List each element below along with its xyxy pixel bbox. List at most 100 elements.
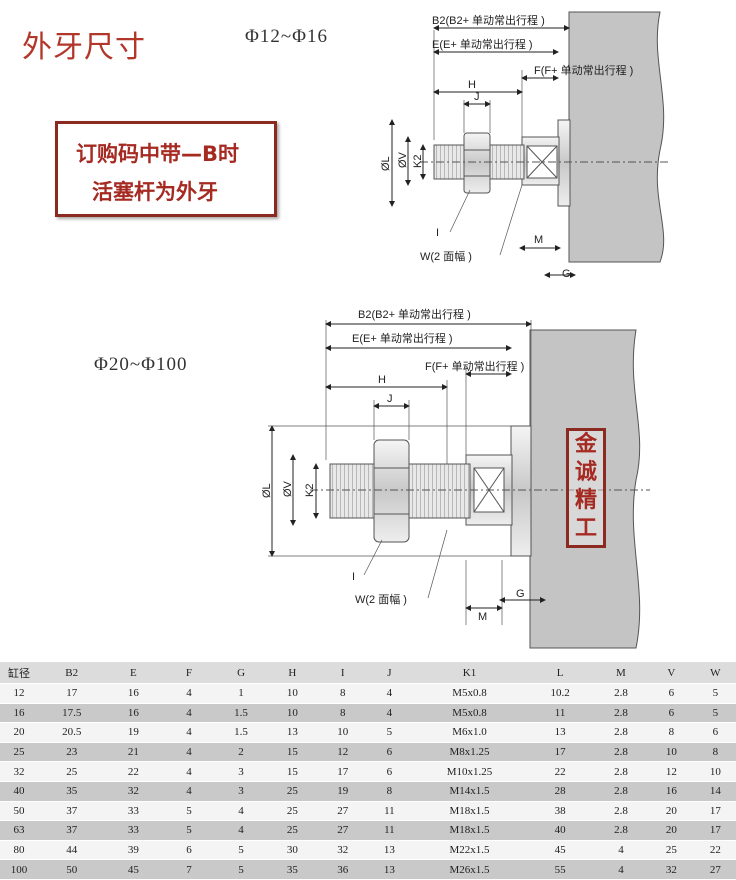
table-cell: 17 [526,742,594,763]
brand-watermark: 金 诚 精 工 [566,428,606,548]
cylinder-cap [557,119,571,207]
table-cell: 17 [694,820,736,841]
table-cell: M18x1.5 [412,801,527,822]
small-h-label: H [468,79,476,91]
table-cell: M10x1.25 [412,761,527,782]
table-header-cell: M [593,662,649,684]
table-cell: 45 [526,840,594,861]
table-cell: 4 [161,703,217,724]
large-w-label: W(2 面幅 ) [355,593,407,606]
table-cell: 8 [319,683,367,704]
table-cell: 13 [366,859,413,880]
table-cell: 80 [0,840,38,861]
table-cell: 30 [265,840,320,861]
large-l-label: ØL [261,483,273,498]
table-cell: 4 [366,703,413,724]
table-cell: 32 [0,761,38,782]
table-cell: M14x1.5 [412,781,527,802]
table-cell: 25 [0,742,38,763]
table-cell: 40 [0,781,38,802]
table-cell: 8 [648,722,695,743]
table-cell: 11 [366,801,413,822]
small-m-label: M [534,234,543,246]
table-cell: 16 [105,683,162,704]
table-cell: 8 [366,781,413,802]
table-cell: 10.2 [526,683,594,704]
table-cell: 16 [105,703,162,724]
table-cell: 17 [319,761,367,782]
table-cell: 6 [366,761,413,782]
table-cell: 6 [648,683,695,704]
small-k2-label: K2 [412,155,424,168]
table-cell: 17.5 [37,703,106,724]
table-header-cell: K1 [412,662,527,684]
table-header-cell: W [694,662,736,684]
table-cell: 3 [216,781,266,802]
table-cell: 15 [265,761,320,782]
hex-nut [373,439,410,543]
note-line-1: 订购码中带—B时 [76,142,240,166]
table-cell: 20 [0,722,38,743]
table-cell: 5 [216,840,266,861]
table-cell: 11 [366,820,413,841]
table-cell: 35 [265,859,320,880]
table-cell: 25 [37,761,106,782]
table-cell: 15 [265,742,320,763]
large-j-label: J [387,393,393,405]
table-cell: 39 [105,840,162,861]
table-cell: 20 [648,801,695,822]
table-cell: M5x0.8 [412,683,527,704]
small-f-label: F(F+ 单动常出行程 ) [534,63,633,77]
table-cell: 50 [37,859,106,880]
small-b2-label: B2(B2+ 单动常出行程 ) [432,13,545,27]
table-cell: 6 [694,722,736,743]
table-cell: 2.8 [593,703,649,724]
table-cell: 10 [265,683,320,704]
table-cell: 20 [648,820,695,841]
brand-char: 工 [574,516,597,541]
table-cell: 38 [526,801,594,822]
page-title: 外牙尺寸 [22,30,146,65]
table-cell: 17 [37,683,106,704]
table-cell: 2.8 [593,781,649,802]
brand-char: 精 [574,488,597,513]
table-cell: 35 [37,781,106,802]
table-cell: 12 [0,683,38,704]
table-cell: 2.8 [593,722,649,743]
small-drawing: B2(B2+ 单动常出行程 ) E(E+ 单动常出行程 ) F(F+ 单动常出行… [380,11,670,280]
table-cell: 100 [0,859,38,880]
table-cell: 13 [526,722,594,743]
small-v-label: ØV [397,151,409,168]
table-header-cell: H [265,662,320,684]
cylinder-wall [568,11,665,263]
table-cell: 16 [648,781,695,802]
table-cell: 32 [319,840,367,861]
table-header-cell: B2 [37,662,106,684]
cylinder-cap [510,425,532,557]
small-w-label: W(2 面幅 ) [420,250,472,263]
hex-nut [463,132,491,194]
table-cell: 1 [216,683,266,704]
table-cell: 4 [161,683,217,704]
table-cell: 4 [593,859,649,880]
table-cell: 4 [161,742,217,763]
table-cell: 2.8 [593,683,649,704]
table-header-cell: L [526,662,594,684]
table-cell: 25 [648,840,695,861]
table-cell: 5 [694,703,736,724]
table-cell: 2.8 [593,761,649,782]
table-cell: 11 [526,703,594,724]
large-h-label: H [378,374,386,386]
table-cell: 16 [0,703,38,724]
table-header-cell: F [161,662,217,684]
large-e-label: E(E+ 单动常出行程 ) [352,331,453,345]
table-cell: 2 [216,742,266,763]
table-cell: 17 [694,801,736,822]
table-cell: 6 [366,742,413,763]
table-cell: 7 [161,859,217,880]
